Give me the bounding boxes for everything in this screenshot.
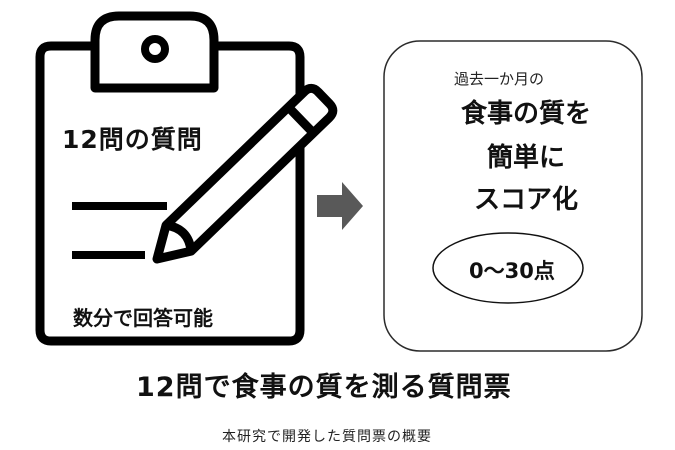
clipboard-footer: 数分で回答可能	[73, 306, 213, 330]
score-range: 0〜30点	[469, 259, 555, 283]
text-line-icon	[72, 202, 167, 210]
score-panel-border	[383, 40, 643, 352]
score-line-1: 食事の質を	[460, 99, 591, 129]
score-line-3: スコア化	[473, 185, 578, 215]
pencil-icon	[152, 80, 341, 264]
clip-icon	[90, 11, 219, 93]
text-line-icon	[72, 251, 145, 259]
score-line-2: 簡単に	[486, 143, 565, 173]
score-period-label: 過去一か月の	[454, 70, 545, 88]
clipboard-title: 12問の質問	[62, 125, 203, 154]
right-arrow-icon	[317, 182, 363, 230]
headline: 12問で食事の質を測る質問票	[136, 372, 512, 403]
score-range-ellipse	[432, 232, 584, 304]
clipboard-icon	[35, 41, 305, 346]
figure-caption: 本研究で開発した質問票の概要	[222, 429, 432, 445]
clip-hole-icon	[141, 35, 169, 63]
